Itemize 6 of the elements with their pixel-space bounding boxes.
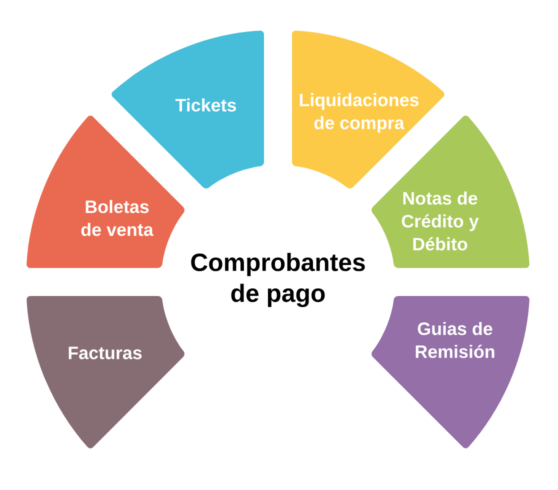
ring-segment: Tickets: [112, 30, 264, 188]
ring-segment: Boletas de venta: [26, 116, 184, 268]
ring-segment: Facturas: [26, 296, 184, 448]
ring-segment: Liquidaciones de compra: [292, 30, 444, 188]
diagram-title: Comprobantes de pago: [191, 252, 365, 308]
ring-segment: Guias de Remisión: [372, 296, 530, 448]
